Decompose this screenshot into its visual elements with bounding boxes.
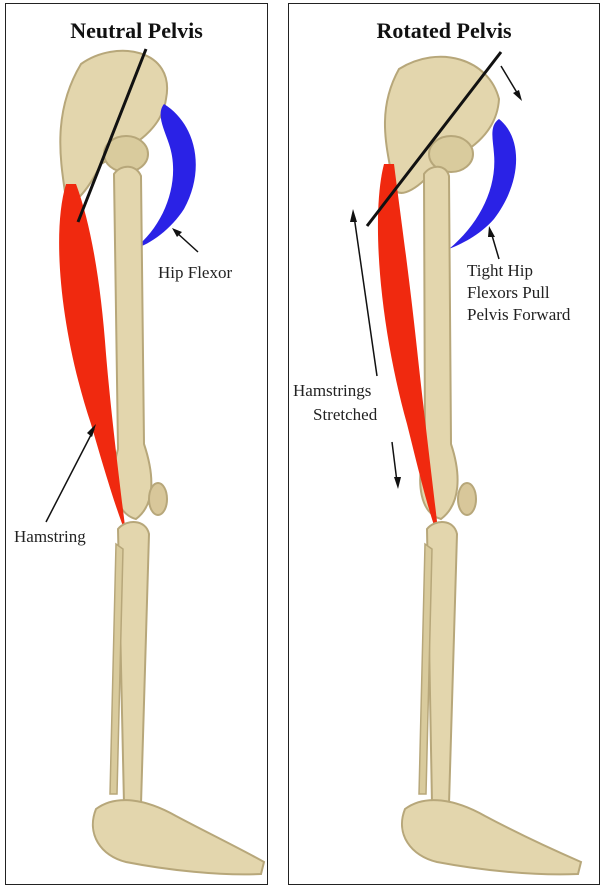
rotated-pelvis-panel: Rotated Pelvis Tight Hip Flexors Pull Pe… — [288, 3, 600, 885]
femur-bone — [114, 167, 152, 519]
hamstring-label: Hamstring — [14, 526, 86, 548]
hamstring-arrow — [46, 429, 94, 522]
foot-bones — [402, 800, 581, 874]
patella-bone — [458, 483, 476, 515]
stretch-arrow-down-head — [394, 477, 401, 489]
stretch-arrow-up-head — [350, 209, 357, 222]
rotated-pelvis-title: Rotated Pelvis — [289, 18, 599, 44]
hamstrings-label-line2: Stretched — [313, 404, 377, 426]
tight-hip-arrowhead — [488, 226, 495, 237]
patella-bone — [149, 483, 167, 515]
foot-bones — [93, 800, 264, 874]
hip-flexor-arrow — [176, 232, 198, 252]
hip-flexor-label: Hip Flexor — [158, 262, 232, 284]
neutral-pelvis-panel: Neutral Pelvis Hip Flexor Hamstring — [5, 3, 268, 885]
neutral-leg-illustration — [6, 4, 268, 885]
tight-hip-label-line1: Tight Hip — [467, 260, 533, 282]
pelvis-forward-arrowhead — [513, 90, 522, 101]
stretch-arrow-up — [354, 216, 377, 376]
tight-hip-label-line2: Flexors Pull — [467, 282, 550, 304]
hamstrings-label-line1: Hamstrings — [293, 380, 371, 402]
neutral-pelvis-title: Neutral Pelvis — [6, 18, 267, 44]
stretch-arrow-down — [392, 442, 397, 482]
tight-hip-label-line3: Pelvis Forward — [467, 304, 570, 326]
rotated-leg-illustration — [289, 4, 600, 885]
